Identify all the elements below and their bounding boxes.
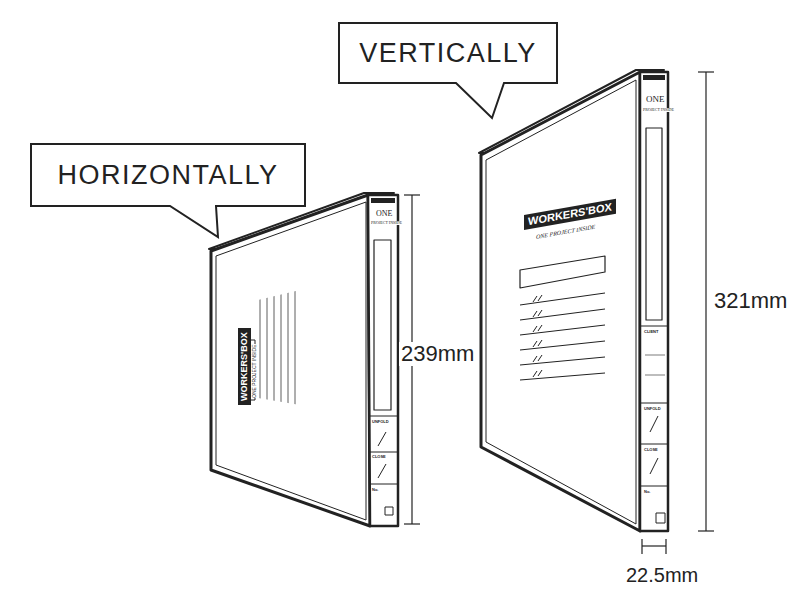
cover-lines xyxy=(258,290,300,405)
box-face-inner xyxy=(486,80,636,524)
spine-text: PROJECT INSIDE xyxy=(643,108,674,112)
spine-text: UNFOLD xyxy=(372,420,389,424)
spine-text: PROJECT INSIDE xyxy=(371,221,402,225)
box-face-inner xyxy=(216,202,366,520)
spine-window xyxy=(374,240,391,410)
dimension: 22.5mm xyxy=(624,564,700,586)
dimension: 239mm xyxy=(399,342,476,366)
spine-text: No. xyxy=(372,488,378,492)
dimension-lines xyxy=(404,72,714,554)
speech-bubble: HORIZONTALLY xyxy=(30,143,306,207)
spine-text: CLIENT xyxy=(644,330,658,334)
logo: WORKERS'BOX xyxy=(238,328,251,405)
spine-text: ONE xyxy=(646,95,665,104)
speech-bubble: VERTICALLY xyxy=(338,22,558,84)
spine-text: CLOSE xyxy=(372,455,386,459)
spine-text: CLOSE xyxy=(644,448,658,452)
cover-lines xyxy=(520,293,605,380)
box-face xyxy=(211,195,370,526)
cover-field xyxy=(520,256,605,288)
cover-text: ONE PROJECT INSIDE xyxy=(252,344,257,398)
box-spine xyxy=(640,72,668,531)
spine-square xyxy=(656,513,665,523)
dimension: 321mm xyxy=(712,289,789,313)
box-face xyxy=(481,72,640,531)
callout-text: HORIZONTALLY xyxy=(30,160,306,191)
box-spine xyxy=(368,195,398,526)
spine-text: No. xyxy=(644,490,650,494)
logo: WORKERS'BOX xyxy=(524,199,616,230)
spine-text: UNFOLD xyxy=(644,407,661,411)
spine-window xyxy=(646,128,662,320)
spine-square xyxy=(385,507,393,515)
callout-text: VERTICALLY xyxy=(338,38,558,69)
spine-text: ONE xyxy=(376,210,392,218)
